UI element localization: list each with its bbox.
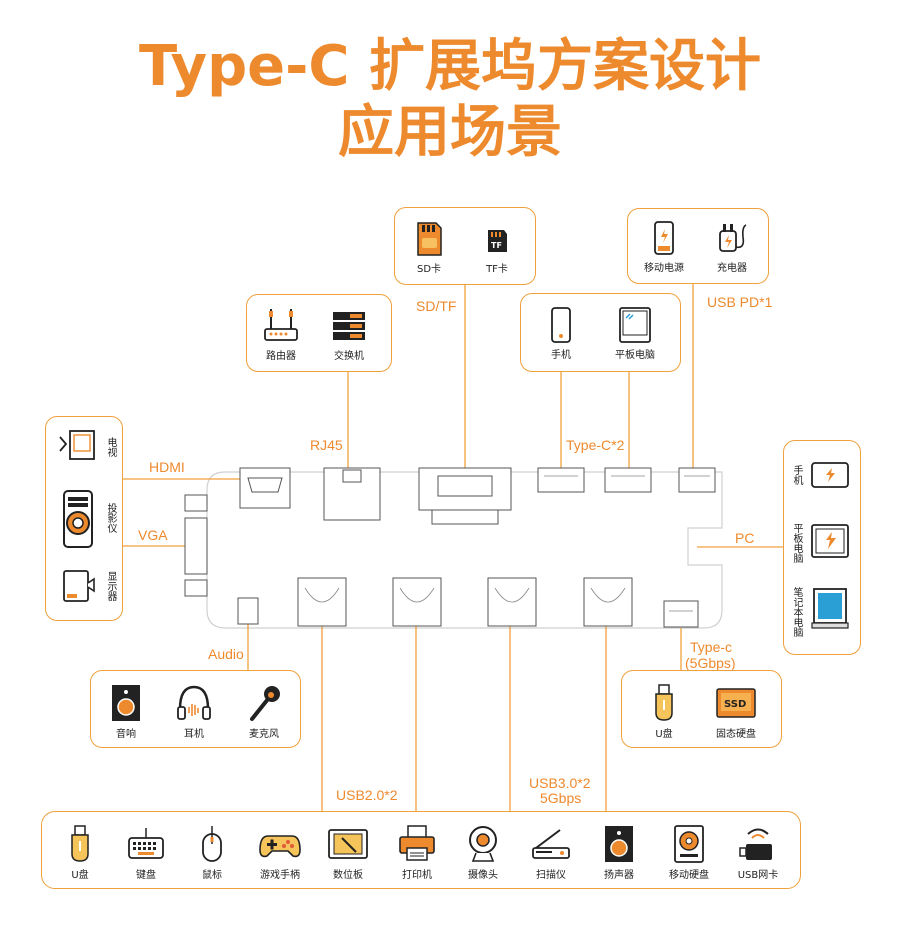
usb-device-item: 扫描仪 (526, 824, 576, 881)
tablet-icon (811, 524, 849, 558)
sd-tf-label: SD/TF (416, 298, 457, 314)
usb-device-item: 摄像头 (458, 824, 508, 881)
power-bank-item: 移动电源 (640, 219, 688, 274)
phone-item: 手机 (541, 306, 581, 361)
tablet-icon (619, 307, 651, 343)
usb-device-item: 移动硬盘 (662, 824, 716, 881)
usb-device-item: U盘 (56, 824, 104, 881)
charger-item: 充电器 (708, 219, 756, 274)
type-c-port (604, 467, 652, 493)
hdmi-label: HDMI (149, 459, 185, 475)
monitor-icon (63, 570, 95, 602)
type-c2-label: Type-C*2 (566, 437, 625, 453)
hdmi-port (239, 467, 291, 509)
pc-group: 手机 平板电脑 笔记本电脑 (783, 440, 861, 655)
type-c-port (537, 467, 585, 493)
type-c-5g-group: U盘 SSD 固态硬盘 (621, 670, 782, 748)
usb2-label: USB2.0*2 (336, 787, 398, 803)
switch-item: 交换机 (329, 307, 369, 362)
speaker-icon (605, 826, 633, 862)
router-item: 路由器 (261, 307, 301, 362)
type-c2-group: 手机 平板电脑 (520, 293, 681, 372)
drawing-tablet-icon (328, 829, 368, 859)
usb-device-item: 打印机 (392, 824, 442, 881)
usb-a-port (487, 577, 537, 627)
mouse-icon (202, 826, 222, 862)
sd-card-item: SD卡 (409, 220, 449, 275)
ssd-item: SSD 固态硬盘 (708, 683, 764, 740)
usb3-label: USB3.0*2 (529, 775, 591, 791)
speaker-item: 音响 (101, 683, 151, 740)
tf-card-item: TF TF卡 (477, 220, 517, 275)
usb-device-item: 扬声器 (594, 824, 644, 881)
usb-device-item: 数位板 (322, 824, 374, 881)
tf-card-icon: TF (488, 230, 507, 252)
keyboard-icon (128, 827, 164, 859)
type-c-5g-label: Type-c (690, 639, 733, 655)
webcam-icon (469, 826, 497, 862)
svg-text:SSD: SSD (724, 699, 746, 710)
usb-drive-item: U盘 (640, 683, 688, 740)
laptop-icon (811, 588, 849, 629)
hard-drive-icon (674, 825, 704, 863)
monitor-label: 显示器 (105, 571, 116, 601)
microphone-icon (250, 686, 280, 721)
tablet-item: 平板电脑 (607, 306, 663, 361)
usb-device-item: 键盘 (122, 824, 170, 881)
headphones-icon (177, 685, 211, 720)
projector-label: 投影仪 (105, 503, 116, 533)
sd-card-icon (417, 222, 442, 256)
speaker-icon (112, 685, 140, 721)
audio-jack (237, 597, 259, 625)
vga-port (184, 517, 208, 575)
sd-tf-group: SD卡 TF TF卡 (394, 207, 536, 285)
pc-tablet-label: 平板电脑 (791, 523, 802, 563)
tv-icon (59, 430, 95, 460)
usb-drive-icon (71, 825, 89, 862)
pc-phone-label: 手机 (791, 465, 802, 485)
type-c-5g-speed: (5Gbps) (685, 655, 736, 671)
audio-label: Audio (208, 646, 244, 662)
pc-laptop-label: 笔记本电脑 (791, 587, 802, 637)
ssd-icon: SSD (716, 688, 756, 718)
projector-icon (63, 490, 93, 548)
usb3-speed: 5Gbps (540, 790, 582, 806)
usb-drive-icon (655, 684, 673, 721)
switch-icon (333, 312, 365, 340)
gamepad-icon (259, 835, 301, 858)
printer-icon (399, 825, 435, 861)
usb-device-item: 游戏手柄 (252, 824, 308, 881)
tv-label: 电视 (105, 437, 116, 457)
rj45-group: 路由器 交换机 (246, 294, 392, 372)
usb-pd-port (678, 467, 716, 493)
usb-pd-group: 移动电源 充电器 (627, 208, 769, 284)
dock-board-outline (206, 471, 723, 629)
charger-icon (719, 224, 747, 252)
usb-devices-group: U盘 键盘 鼠标 游戏手柄 数 (41, 811, 801, 889)
usb-wifi-icon (739, 828, 772, 860)
page-title: Type-C 扩展坞方案设计 (139, 34, 761, 99)
audio-group: 音响 耳机 麦克风 (90, 670, 301, 748)
headphones-item: 耳机 (169, 683, 219, 740)
svg-text:TF: TF (491, 241, 502, 250)
scanner-icon (532, 829, 570, 859)
phone-icon (811, 462, 849, 488)
usb-device-item: 鼠标 (188, 824, 236, 881)
type-c-5g-port (663, 600, 699, 628)
microphone-item: 麦克风 (239, 683, 289, 740)
vga-label: VGA (138, 527, 168, 543)
pc-label: PC (735, 530, 755, 546)
rj45-label: RJ45 (310, 437, 343, 453)
phone-icon (551, 307, 571, 343)
page-subtitle: 应用场景 (338, 100, 562, 165)
display-group: 电视 投影仪 显示器 (45, 416, 123, 621)
power-bank-icon (654, 221, 674, 255)
usb-pd-label: USB PD*1 (707, 294, 773, 310)
router-icon (264, 309, 298, 341)
usb-device-item: USB网卡 (730, 824, 786, 881)
